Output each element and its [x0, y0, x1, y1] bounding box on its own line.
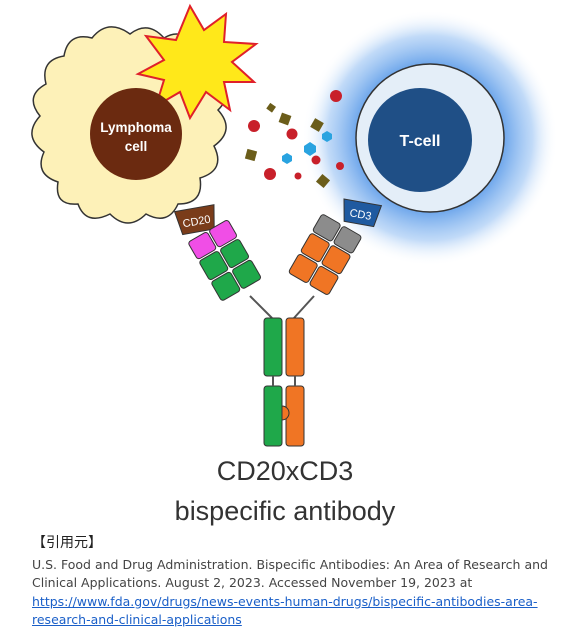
lymphoma-label-line1: Lymphoma [100, 120, 172, 135]
particle [248, 120, 260, 132]
tcell-nucleus [368, 88, 472, 192]
particle [286, 128, 298, 140]
cd20-label: CD20 [182, 214, 212, 231]
particle [304, 142, 316, 156]
particle [322, 131, 332, 142]
bispecific-antibody-diagram: Lymphoma cell T-cell CD20 CD3 [31, 3, 558, 447]
particle [264, 168, 276, 180]
caption-title: CD20xCD3 [216, 456, 354, 486]
burst-icon [135, 3, 259, 121]
particle [330, 90, 342, 102]
particle [311, 155, 321, 165]
lymphoma-label-line2: cell [125, 139, 148, 154]
cd3-label: CD3 [349, 207, 373, 223]
particle [310, 118, 324, 132]
particle [315, 173, 331, 189]
cd3-receptor: CD3 [343, 198, 383, 228]
cd20-receptor: CD20 [173, 204, 215, 236]
anti-cd3-arm [288, 214, 362, 295]
particle [266, 102, 276, 113]
anti-cd20-arm [188, 220, 261, 301]
particle [336, 162, 344, 170]
diagram-caption: CD20xCD3 bispecific antibody [0, 456, 570, 527]
citation-link[interactable]: https://www.fda.gov/drugs/news-events-hu… [32, 593, 538, 628]
particle [282, 153, 292, 164]
antibody-hinge [249, 295, 315, 319]
citation: 【引用元】 U.S. Food and Drug Administration.… [32, 534, 552, 630]
particle [244, 148, 258, 162]
tcell-label: T-cell [400, 133, 441, 150]
lymphoma-nucleus [90, 88, 182, 180]
citation-heading: 【引用元】 [32, 535, 102, 551]
cytokine-particles [244, 90, 344, 189]
caption-subtitle: bispecific antibody [174, 496, 396, 526]
antibody-fc-stem [263, 317, 305, 447]
particle [278, 112, 292, 126]
particle [294, 172, 302, 180]
citation-text: U.S. Food and Drug Administration. Bispe… [32, 556, 548, 591]
